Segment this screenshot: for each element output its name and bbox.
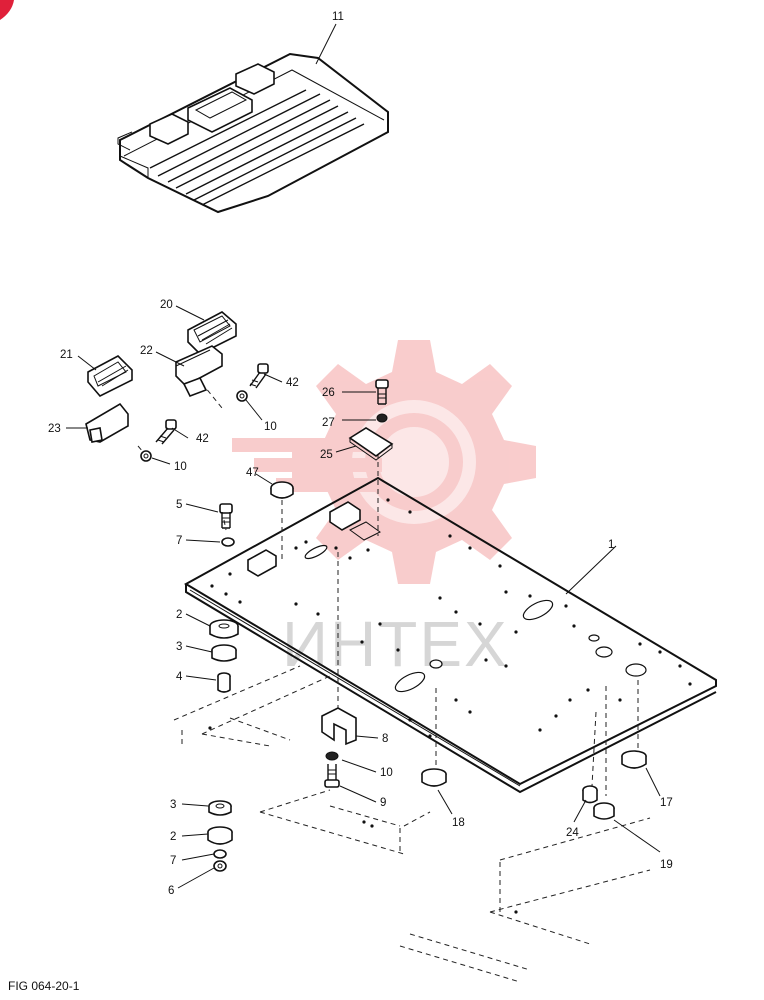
floor-mat-part-11 bbox=[117, 52, 389, 214]
callout-9: 9 bbox=[380, 797, 386, 809]
bolt-part-9 bbox=[324, 764, 340, 788]
frame-outline bbox=[173, 665, 651, 983]
callout-18: 18 bbox=[452, 817, 465, 829]
washer-part-10-a bbox=[236, 390, 248, 402]
mount-part-3-upper bbox=[211, 644, 237, 662]
callout-17: 17 bbox=[660, 797, 673, 809]
callout-8: 8 bbox=[382, 733, 388, 745]
callout-10-a: 10 bbox=[264, 421, 277, 433]
callout-5: 5 bbox=[176, 499, 182, 511]
callout-22: 22 bbox=[140, 345, 153, 357]
mount-part-19 bbox=[593, 802, 615, 820]
figure-label: FIG 064-20-1 bbox=[8, 979, 80, 993]
watermark-text: ИНТЕХ bbox=[282, 608, 509, 680]
mount-part-18 bbox=[421, 768, 447, 787]
callout-7-upper: 7 bbox=[176, 535, 182, 547]
callout-7-lower: 7 bbox=[170, 855, 176, 867]
mount-part-2-lower bbox=[207, 826, 233, 845]
callout-25: 25 bbox=[320, 449, 333, 461]
bracket-part-8 bbox=[321, 707, 357, 746]
callout-20: 20 bbox=[160, 299, 173, 311]
mount-part-17 bbox=[621, 750, 647, 769]
mount-part-2-upper bbox=[209, 619, 239, 639]
callout-2-lower: 2 bbox=[170, 831, 176, 843]
callout-6: 6 bbox=[168, 885, 174, 897]
callout-10-b: 10 bbox=[174, 461, 187, 473]
callout-4: 4 bbox=[176, 671, 183, 683]
bolt-part-42-upper bbox=[249, 363, 269, 389]
callout-24: 24 bbox=[566, 827, 579, 839]
mount-part-3-lower bbox=[208, 800, 232, 816]
pedal-part-22 bbox=[175, 345, 223, 398]
collar-part-24 bbox=[582, 785, 598, 804]
leader-lines bbox=[66, 23, 661, 889]
cover-plate-part-25 bbox=[348, 427, 394, 461]
callout-2-upper: 2 bbox=[176, 609, 182, 621]
callout-26: 26 bbox=[322, 387, 335, 399]
washer-part-10-b bbox=[140, 450, 152, 462]
watermark: ИНТЕХ bbox=[232, 340, 536, 680]
callout-47: 47 bbox=[246, 467, 259, 479]
pedal-part-23 bbox=[85, 402, 129, 443]
corner-mark bbox=[0, 0, 14, 20]
plug-part-47 bbox=[270, 481, 294, 499]
callout-42-upper: 42 bbox=[286, 377, 299, 389]
nut-part-6 bbox=[213, 860, 227, 872]
callout-21: 21 bbox=[60, 349, 73, 361]
floor-plate-part-1 bbox=[183, 476, 717, 794]
callout-19: 19 bbox=[660, 859, 673, 871]
callout-23: 23 bbox=[48, 423, 61, 435]
callouts: 11 20 21 22 23 42 42 10 10 26 27 25 47 5… bbox=[48, 11, 673, 897]
gear-logo-icon bbox=[232, 340, 536, 584]
callout-27: 27 bbox=[322, 417, 335, 429]
collar-part-4 bbox=[217, 672, 231, 693]
washer-part-7-upper bbox=[221, 537, 235, 547]
bolt-part-42-lower bbox=[155, 419, 177, 445]
bolt-part-5 bbox=[219, 503, 233, 529]
pedal-pad-part-20 bbox=[187, 311, 237, 355]
bolt-part-26 bbox=[375, 379, 389, 405]
callout-42-lower: 42 bbox=[196, 433, 209, 445]
callout-3-upper: 3 bbox=[176, 641, 182, 653]
plate-holes bbox=[210, 498, 692, 738]
callout-11: 11 bbox=[332, 11, 344, 23]
callout-1: 1 bbox=[608, 539, 614, 551]
callout-10-c: 10 bbox=[380, 767, 393, 779]
washer-part-7-lower bbox=[213, 849, 227, 859]
washer-part-27 bbox=[376, 413, 388, 423]
washer-part-10-c bbox=[325, 751, 339, 761]
callout-3-lower: 3 bbox=[170, 799, 176, 811]
pedal-pad-part-21 bbox=[87, 355, 133, 397]
